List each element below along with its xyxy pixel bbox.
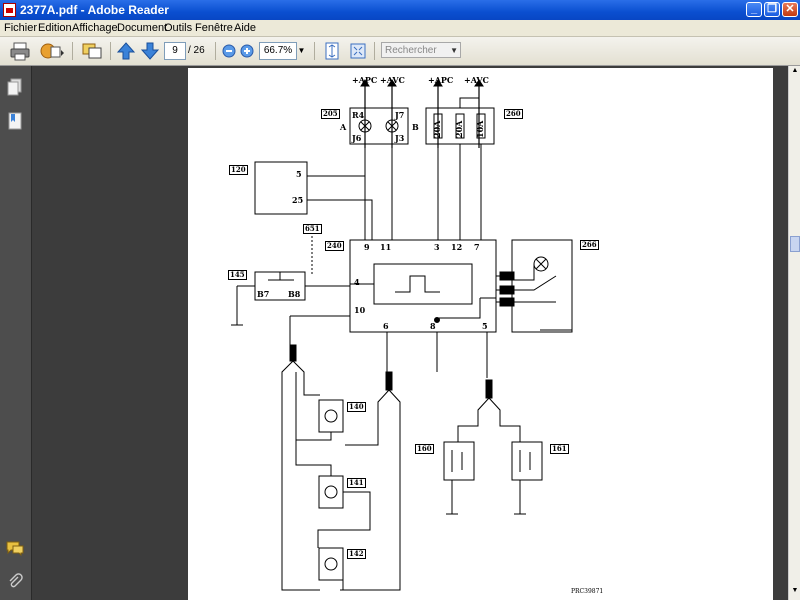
- bookmarks-panel-icon[interactable]: [7, 112, 23, 130]
- zoom-in-icon[interactable]: [239, 41, 255, 61]
- wiring-diagram: [231, 79, 573, 591]
- supply-apc-label: +APC: [428, 75, 454, 85]
- menu-outils[interactable]: Outils: [164, 22, 193, 34]
- component-142-label: 142: [347, 549, 366, 559]
- full-screen-icon[interactable]: [348, 41, 368, 61]
- toolbar-separator: [215, 42, 216, 60]
- scroll-thumb[interactable]: [790, 236, 800, 252]
- toolbar-separator: [110, 42, 111, 60]
- pdf-page: +APC +AVC +APC +AVC 205 260 120 651 240 …: [188, 68, 773, 600]
- pin-5-label: 5: [296, 169, 302, 179]
- toolbar-separator: [374, 42, 375, 60]
- pin-j7-label: J7: [395, 110, 405, 120]
- search-placeholder: Rechercher: [385, 45, 437, 56]
- menu-fenetre[interactable]: Fenêtre: [195, 22, 233, 34]
- pin-4-label: 4: [354, 277, 360, 287]
- fuse-10a-label: 10A: [475, 120, 485, 138]
- toolbar: 9 / 26 66.7% ▼ Rechercher ▼: [0, 37, 800, 66]
- window-title: 2377A.pdf - Adobe Reader: [20, 3, 169, 17]
- component-161-label: 161: [550, 444, 569, 454]
- print-icon[interactable]: [8, 41, 32, 61]
- supply-avc-label: +AVC: [380, 75, 405, 85]
- previous-page-icon[interactable]: [116, 41, 136, 61]
- search-dropdown-icon[interactable]: ▼: [450, 46, 458, 55]
- menu-aide[interactable]: Aide: [234, 22, 257, 34]
- comments-panel-icon[interactable]: [5, 540, 25, 556]
- menu-edition[interactable]: Edition: [38, 22, 72, 34]
- relay-a-label: A: [340, 122, 347, 132]
- pin-3-label: 3: [434, 242, 440, 252]
- pdf-app-icon: [3, 3, 16, 17]
- page-total: / 26: [188, 45, 205, 56]
- pin-j3-label: J3: [395, 133, 405, 143]
- fuse-20a-label: 20A: [454, 120, 464, 138]
- scroll-up-icon[interactable]: ▲: [791, 67, 799, 74]
- component-260-label: 260: [504, 109, 523, 119]
- pin-b8-label: B8: [288, 289, 301, 299]
- maximize-button[interactable]: ❐: [764, 2, 780, 17]
- menu-bar: Fichier Edition Affichage Document Outil…: [0, 20, 800, 37]
- pin-12-label: 12: [451, 242, 463, 252]
- zoom-dropdown-icon[interactable]: ▼: [297, 46, 306, 55]
- pin-6-label: 6: [383, 321, 389, 331]
- vertical-scrollbar[interactable]: ▲ ▼: [788, 66, 800, 600]
- menu-document[interactable]: Document: [117, 22, 168, 34]
- relay-b-label: B: [412, 122, 419, 132]
- menu-affichage[interactable]: Affichage: [72, 22, 118, 34]
- restore-icon: ❐: [767, 3, 777, 15]
- pin-9-label: 9: [364, 242, 370, 252]
- close-button[interactable]: ✕: [782, 2, 798, 17]
- scroll-down-icon[interactable]: ▼: [791, 587, 799, 594]
- pin-8-label: 8: [430, 321, 436, 331]
- component-140-label: 140: [347, 402, 366, 412]
- next-page-icon[interactable]: [140, 41, 160, 61]
- attachments-panel-icon[interactable]: [7, 573, 23, 589]
- minimize-icon: _: [750, 3, 758, 15]
- pin-5-label: 5: [482, 321, 488, 331]
- fuse-20a-label: 20A: [432, 120, 442, 138]
- component-205-label: 205: [321, 109, 340, 119]
- component-141-label: 141: [347, 478, 366, 488]
- share-icon[interactable]: [38, 41, 66, 61]
- component-145-label: 145: [228, 270, 247, 280]
- pin-11-label: 11: [380, 242, 392, 252]
- page-number-input[interactable]: 9: [164, 42, 186, 60]
- component-651-label: 651: [303, 224, 322, 234]
- supply-apc-label: +APC: [352, 75, 378, 85]
- title-bar: 2377A.pdf - Adobe Reader _ ❐ ✕: [0, 0, 800, 20]
- navigation-sidebar: [0, 66, 32, 600]
- supply-avc-label: +AVC: [464, 75, 489, 85]
- reference-code: PRC39871: [571, 588, 604, 595]
- pin-10-label: 10: [354, 305, 366, 315]
- minimize-button[interactable]: _: [746, 2, 762, 17]
- pages-panel-icon[interactable]: [7, 78, 23, 96]
- menu-fichier[interactable]: Fichier: [4, 22, 38, 34]
- fit-page-icon[interactable]: [322, 41, 342, 61]
- component-240-label: 240: [325, 241, 344, 251]
- zoom-out-icon[interactable]: [221, 41, 237, 61]
- close-icon: ✕: [785, 3, 795, 15]
- collaborate-icon[interactable]: [80, 41, 104, 61]
- pin-j6-label: J6: [352, 133, 362, 143]
- component-160-label: 160: [415, 444, 434, 454]
- search-input[interactable]: Rechercher ▼: [381, 42, 461, 58]
- pin-25-label: 25: [292, 195, 304, 205]
- zoom-level-input[interactable]: 66.7%: [259, 42, 297, 60]
- component-266-label: 266: [580, 240, 599, 250]
- pin-7-label: 7: [474, 242, 480, 252]
- component-120-label: 120: [229, 165, 248, 175]
- toolbar-separator: [314, 42, 315, 60]
- toolbar-separator: [72, 42, 73, 60]
- pin-b7-label: B7: [257, 289, 270, 299]
- pin-r4-label: R4: [352, 110, 365, 120]
